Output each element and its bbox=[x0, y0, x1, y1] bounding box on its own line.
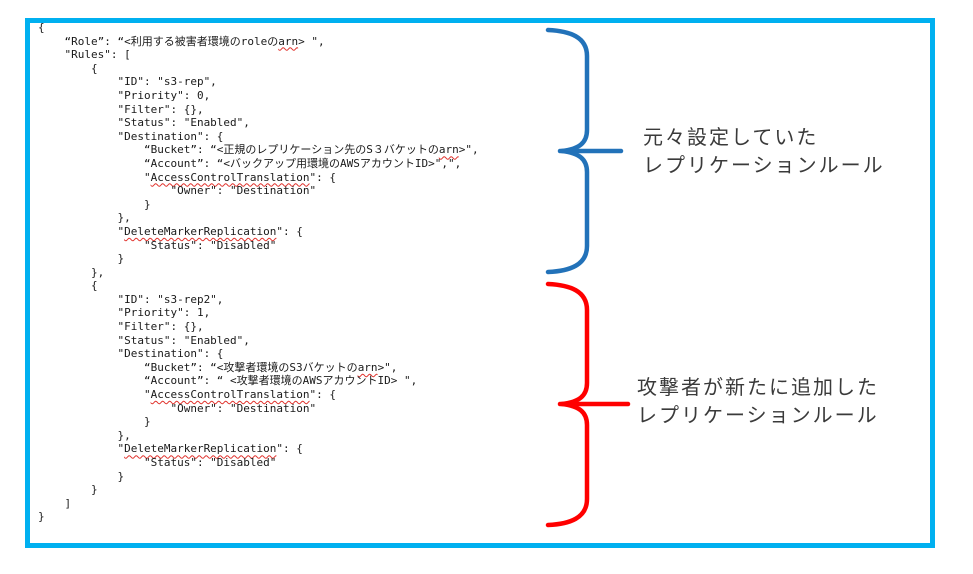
code-line: } bbox=[38, 415, 479, 429]
code-text: “Role”: “<利用する被害者環境のroleの bbox=[38, 34, 279, 48]
code-text: { bbox=[38, 61, 98, 75]
code-text: ": { bbox=[276, 442, 303, 456]
code-line: }, bbox=[38, 266, 479, 280]
code-text: "Priority": 0, bbox=[38, 88, 211, 102]
code-text: } bbox=[38, 197, 151, 211]
code-line: "DeleteMarkerReplication": { bbox=[38, 225, 479, 239]
misspelled-word: AccessControlTranslation bbox=[150, 170, 310, 184]
code-text: "Filter": {}, bbox=[38, 102, 204, 116]
code-line: "AccessControlTranslation": { bbox=[38, 171, 479, 185]
annotation-label-attacker-rule: 攻撃者が新たに追加した レプリケーションルール bbox=[637, 374, 879, 430]
code-text: ] bbox=[38, 496, 72, 510]
code-line: "Destination": { bbox=[38, 347, 479, 361]
code-line: "Status": "Enabled", bbox=[38, 334, 479, 348]
code-line: } bbox=[38, 198, 479, 212]
code-line: } bbox=[38, 470, 479, 484]
misspelled-word: arn bbox=[438, 143, 459, 157]
code-text: }, bbox=[38, 211, 131, 225]
code-line: "Rules": [ bbox=[38, 48, 479, 62]
code-text: } bbox=[38, 469, 125, 483]
code-line: “Bucket”: “<攻撃者環境のS3バケットのarn>", bbox=[38, 361, 479, 375]
code-text: ": { bbox=[309, 170, 337, 184]
code-line: "Priority": 1, bbox=[38, 306, 479, 320]
code-text: } bbox=[38, 483, 98, 497]
code-text: }, bbox=[38, 265, 105, 279]
code-text: } bbox=[38, 252, 125, 266]
misspelled-word: DeleteMarkerReplication bbox=[124, 442, 277, 456]
code-line: "ID": "s3-rep2", bbox=[38, 293, 479, 307]
code-text: "ID": "s3-rep2", bbox=[38, 292, 224, 306]
misspelled-word: arn bbox=[357, 360, 378, 374]
code-line: “Account”: “<バックアップ用環境のAWSアカウントID>",", bbox=[38, 157, 479, 171]
code-line: "Filter": {}, bbox=[38, 103, 479, 117]
code-line: }, bbox=[38, 429, 479, 443]
code-text: " bbox=[38, 170, 151, 184]
code-text: >", bbox=[458, 143, 479, 157]
code-line: "Owner": "Destination" bbox=[38, 402, 479, 416]
code-text: “Account”: “<バックアップ用環境のAWSアカウントID>",", bbox=[38, 156, 462, 170]
code-line: } bbox=[38, 510, 479, 524]
code-line: "AccessControlTranslation": { bbox=[38, 388, 479, 402]
code-text: " bbox=[38, 224, 125, 238]
code-line: "ID": "s3-rep", bbox=[38, 75, 479, 89]
code-text: “Account”: “ <攻撃者環境のAWSアカウントID> ", bbox=[38, 374, 418, 388]
code-text: "Destination": { bbox=[38, 129, 224, 143]
misspelled-word: arn bbox=[278, 34, 299, 48]
code-text: "Rules": [ bbox=[38, 48, 131, 62]
code-text: “Bucket”: “<攻撃者環境のS3バケットの bbox=[38, 360, 358, 374]
code-text: "Status": "Enabled", bbox=[38, 116, 250, 130]
code-line: { bbox=[38, 62, 479, 76]
code-line: "Owner": "Destination" bbox=[38, 184, 479, 198]
misspelled-word: DeleteMarkerReplication bbox=[124, 224, 277, 238]
code-line: "Status": "Disabled" bbox=[38, 239, 479, 253]
code-line: }, bbox=[38, 211, 479, 225]
code-text: } bbox=[38, 415, 151, 429]
code-line: "Priority": 0, bbox=[38, 89, 479, 103]
code-text: "Destination": { bbox=[38, 347, 224, 361]
code-text: > ", bbox=[298, 34, 325, 48]
code-line: "Status": "Disabled" bbox=[38, 456, 479, 470]
code-text: "ID": "s3-rep", bbox=[38, 75, 217, 89]
code-line: “Bucket”: “<正規のレプリケーション先のS３バケットのarn>", bbox=[38, 143, 479, 157]
code-text: ": { bbox=[309, 388, 337, 402]
code-text: { bbox=[38, 279, 98, 293]
code-line: "DeleteMarkerReplication": { bbox=[38, 442, 479, 456]
code-line: "Filter": {}, bbox=[38, 320, 479, 334]
code-text: "Priority": 1, bbox=[38, 306, 211, 320]
code-text: ": { bbox=[276, 224, 303, 238]
code-line: "Destination": { bbox=[38, 130, 479, 144]
code-text: "Filter": {}, bbox=[38, 320, 204, 334]
code-text: “Bucket”: “<正規のレプリケーション先のS３バケットの bbox=[38, 143, 439, 157]
annotation-label-line: 攻撃者が新たに追加した bbox=[637, 377, 879, 399]
code-line: { bbox=[38, 21, 479, 35]
annotation-label-line: レプリケーションルール bbox=[637, 405, 879, 427]
code-text: "Status": "Enabled", bbox=[38, 333, 250, 347]
code-text: >", bbox=[377, 360, 398, 374]
code-text: " bbox=[38, 388, 151, 402]
code-text: }, bbox=[38, 428, 131, 442]
code-text: } bbox=[38, 510, 45, 524]
code-text: "Status": "Disabled" bbox=[38, 456, 277, 469]
slide-frame bbox=[25, 18, 935, 548]
code-line: “Account”: “ <攻撃者環境のAWSアカウントID> ", bbox=[38, 374, 479, 388]
code-line: } bbox=[38, 483, 479, 497]
code-text: "Owner": "Destination" bbox=[38, 184, 317, 198]
annotation-label-line: レプリケーションルール bbox=[643, 155, 885, 177]
code-line: } bbox=[38, 252, 479, 266]
annotation-label-original-rule: 元々設定していた レプリケーションルール bbox=[643, 124, 885, 180]
code-text: " bbox=[38, 442, 125, 456]
code-line: "Status": "Enabled", bbox=[38, 116, 479, 130]
code-line: ] bbox=[38, 497, 479, 511]
annotation-label-line: 元々設定していた bbox=[643, 127, 819, 149]
misspelled-word: AccessControlTranslation bbox=[150, 388, 310, 402]
code-text: { bbox=[38, 21, 45, 34]
code-line: “Role”: “<利用する被害者環境のroleのarn> ", bbox=[38, 35, 479, 49]
code-line: { bbox=[38, 279, 479, 293]
code-block: { “Role”: “<利用する被害者環境のroleのarn> ", "Rule… bbox=[38, 21, 479, 524]
code-text: "Owner": "Destination" bbox=[38, 401, 317, 415]
code-text: "Status": "Disabled" bbox=[38, 238, 277, 252]
